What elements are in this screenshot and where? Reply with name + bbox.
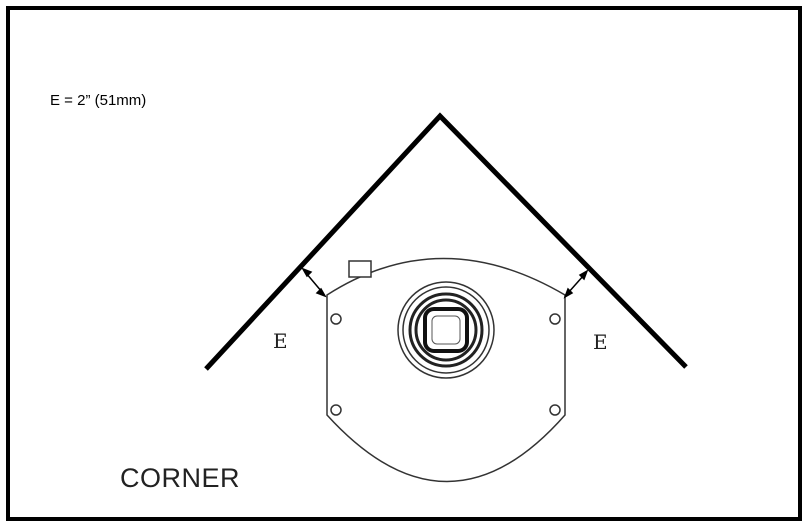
mounting-hole bbox=[330, 313, 342, 325]
clearance-label-left: E bbox=[273, 329, 288, 353]
clearance-label-right: E bbox=[593, 330, 608, 354]
mounting-hole bbox=[549, 313, 561, 325]
diagram-title: CORNER bbox=[120, 463, 241, 493]
corner-walls bbox=[204, 112, 688, 371]
mounting-hole bbox=[549, 404, 561, 416]
flue-collar bbox=[397, 281, 495, 379]
clearance-arrow-left bbox=[301, 267, 327, 298]
clearance-note: E = 2” (51mm) bbox=[50, 92, 147, 109]
mounting-hole bbox=[330, 404, 342, 416]
appliance-body bbox=[326, 257, 566, 483]
clearance-arrow-right bbox=[563, 269, 589, 299]
appliance-tab bbox=[348, 260, 372, 278]
